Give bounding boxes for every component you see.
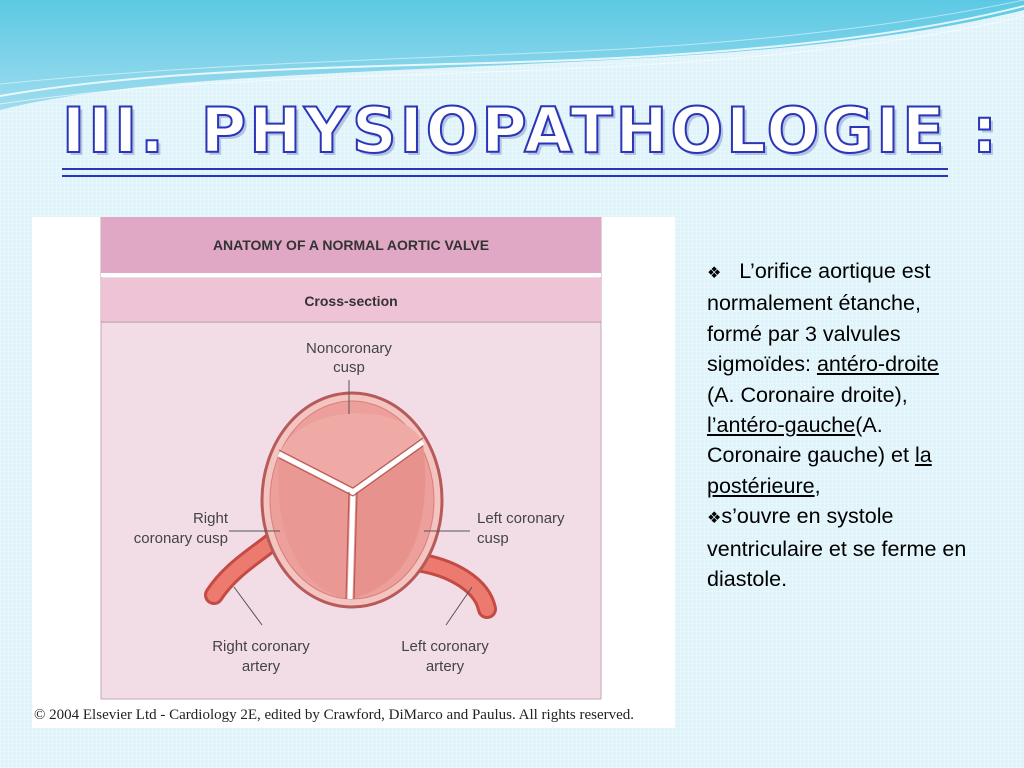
label-noncoronary-cusp-line2: cusp: [333, 359, 365, 376]
label-right-coronary-artery-line1: Right coronary: [212, 638, 310, 655]
bullet-1-end: ,: [814, 473, 821, 498]
title-text: PHYSIOPATHOLOGIE :: [200, 94, 1000, 167]
label-left-coronary-cusp-line2: cusp: [477, 530, 509, 547]
bullet-1-valve-posterieure: la postérieure: [707, 443, 932, 498]
aortic-valve-diagram: ANATOMY OF A NORMAL AORTIC VALVE Cross-s…: [100, 217, 602, 700]
diagram-header-text: ANATOMY OF A NORMAL AORTIC VALVE: [213, 237, 489, 253]
title-underline: [62, 168, 948, 177]
bullet-item-2: ❖s’ouvre en systole ventriculaire et se …: [707, 501, 967, 594]
diagram-header-band: [101, 217, 601, 273]
bullet-text-block: ❖ L’orifice aortique est normalement éta…: [707, 256, 967, 594]
label-noncoronary-cusp-line1: Noncoronary: [306, 340, 392, 357]
aortic-valve-figure: ANATOMY OF A NORMAL AORTIC VALVE Cross-s…: [32, 217, 675, 728]
bullet-1-valve-antero-gauche: l’antéro-gauche: [707, 413, 856, 438]
label-right-coronary-artery-line2: artery: [242, 658, 281, 675]
bullet-1-artery-droite: (A. Coronaire droite),: [707, 382, 908, 407]
label-right-coronary-cusp-line1: Right: [193, 510, 229, 527]
bullet-2-text: s’ouvre en systole ventriculaire et se f…: [707, 504, 967, 592]
bullet-1-artery-gauche: (A. Coronaire gauche) et: [707, 413, 909, 468]
valve-commissures: [277, 439, 425, 600]
diagram-subheader-band: [101, 278, 601, 321]
label-left-coronary-artery-line1: Left coronary: [401, 638, 489, 655]
title-roman-numeral: III.: [61, 94, 167, 167]
figure-copyright-caption: © 2004 Elsevier Ltd - Cardiology 2E, edi…: [34, 707, 635, 723]
header-wave-decoration: [0, 0, 1024, 110]
label-right-coronary-cusp-line2: coronary cusp: [134, 530, 228, 547]
diagram-subheader-text: Cross-section: [304, 293, 397, 309]
slide-title: III. PHYSIOPATHOLOGIE :: [61, 94, 998, 176]
diamond-bullet-icon: ❖: [707, 508, 722, 528]
diamond-bullet-icon: ❖: [707, 263, 722, 282]
label-left-coronary-cusp-line1: Left coronary: [477, 510, 565, 527]
label-left-coronary-artery-line2: artery: [426, 658, 465, 675]
bullet-item-1: ❖ L’orifice aortique est normalement éta…: [707, 256, 967, 501]
bullet-1-intro: L’orifice aortique est normalement étanc…: [707, 259, 931, 377]
right-coronary-cusp: [277, 454, 353, 599]
bullet-1-valve-antero-droite: antéro-droite: [816, 352, 939, 377]
